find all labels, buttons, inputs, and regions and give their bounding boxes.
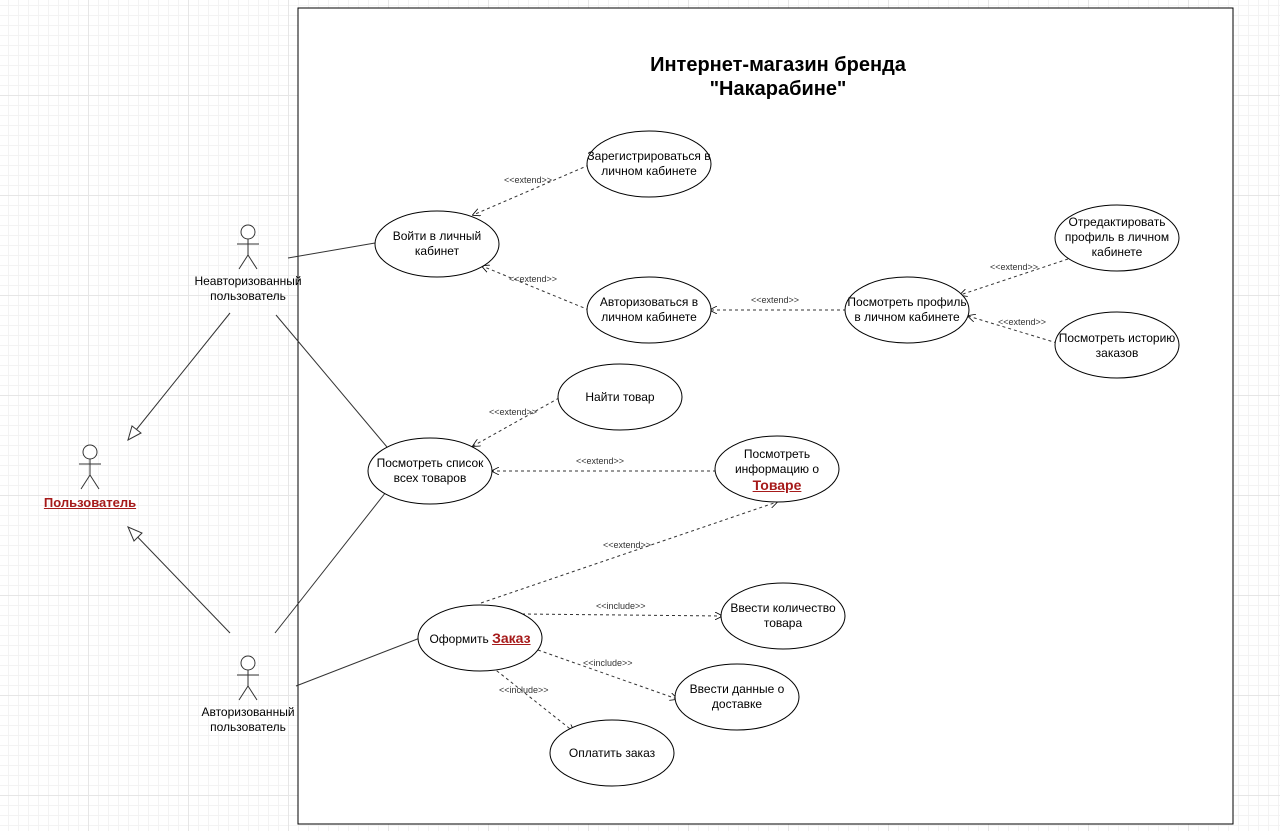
usecase-register-line1: Зарегистрироваться в bbox=[587, 149, 711, 163]
actor-authorized-label: Авторизованный пользователь bbox=[178, 705, 318, 735]
usecase-edit-profile-label: Отредактировать профиль в личном кабинет… bbox=[1047, 215, 1187, 260]
usecase-edit-profile-line1: Отредактировать bbox=[1068, 215, 1166, 229]
system-title-line1: Интернет-магазин бренда bbox=[650, 54, 906, 76]
usecase-view-profile-line2: в личном кабинете bbox=[854, 310, 960, 324]
usecase-product-info[interactable] bbox=[714, 435, 840, 503]
extend-order-info[interactable] bbox=[480, 502, 777, 604]
actor-user-label: Пользователь bbox=[43, 495, 137, 510]
usecase-place-order-highlight: Заказ bbox=[492, 630, 531, 646]
stereotype-extend-find: <<extend>> bbox=[489, 407, 538, 417]
usecase-list-products[interactable] bbox=[367, 437, 493, 505]
assoc-unauth-login[interactable] bbox=[287, 242, 376, 259]
usecase-order-history-line2: заказов bbox=[1095, 346, 1139, 360]
stereotype-include-pay: <<include>> bbox=[499, 685, 549, 695]
usecase-place-order-label: Оформить Заказ bbox=[410, 631, 550, 647]
usecase-pay[interactable] bbox=[549, 719, 675, 787]
stereotype-extend-order: <<extend>> bbox=[603, 540, 652, 550]
assoc-auth-order[interactable] bbox=[295, 637, 421, 687]
generalization-unauth-line[interactable] bbox=[127, 312, 231, 441]
usecase-enter-quantity-line1: Ввести количество bbox=[730, 601, 836, 615]
generalization-unauth-arrowhead bbox=[127, 425, 142, 442]
stereotype-extend-register: <<extend>> bbox=[504, 175, 553, 185]
system-title-line2: "Накарабине" bbox=[709, 78, 847, 100]
usecase-enter-quantity[interactable] bbox=[720, 582, 846, 650]
usecase-authorize-label: Авторизоваться в личном кабинете bbox=[579, 295, 719, 325]
usecase-view-profile[interactable] bbox=[844, 276, 970, 344]
usecase-list-products-line2: всех товаров bbox=[393, 471, 467, 485]
usecase-product-info-line2: информацию о bbox=[734, 462, 820, 476]
usecase-product-info-label: Посмотреть информацию о Товаре bbox=[707, 447, 847, 494]
usecase-list-products-label: Посмотреть список всех товаров bbox=[360, 456, 500, 486]
usecase-product-info-line1: Посмотреть bbox=[743, 447, 811, 461]
usecase-pay-label: Оплатить заказ bbox=[568, 746, 656, 760]
usecase-login[interactable] bbox=[374, 210, 500, 278]
actor-unauthorized-label: Неавторизованный пользователь bbox=[178, 274, 318, 304]
stereotype-include-delivery: <<include>> bbox=[583, 658, 633, 668]
usecase-edit-profile-line3: кабинете bbox=[1091, 245, 1143, 259]
usecase-view-profile-line1: Посмотреть профиль bbox=[847, 295, 967, 309]
usecase-enter-delivery-line2: доставке bbox=[711, 697, 763, 711]
stereotype-include-quantity: <<include>> bbox=[596, 601, 646, 611]
stereotype-extend-profile: <<extend>> bbox=[751, 295, 800, 305]
usecase-enter-delivery-label: Ввести данные о доставке bbox=[667, 682, 807, 712]
usecase-order-history-label: Посмотреть историю заказов bbox=[1047, 331, 1187, 361]
assoc-auth-list[interactable] bbox=[274, 491, 387, 634]
usecase-list-products-line1: Посмотреть список bbox=[376, 456, 484, 470]
usecase-enter-delivery[interactable] bbox=[674, 663, 800, 731]
usecase-authorize-line2: личном кабинете bbox=[601, 310, 697, 324]
actor-authorized-line2: пользователь bbox=[210, 720, 286, 734]
usecase-edit-profile[interactable] bbox=[1054, 204, 1180, 272]
extend-authorize-login[interactable] bbox=[482, 266, 590, 311]
usecase-register-line2: личном кабинете bbox=[601, 164, 697, 178]
usecase-find-product[interactable] bbox=[557, 363, 683, 431]
usecase-place-order[interactable] bbox=[417, 604, 543, 672]
actor-unauthorized-icon[interactable] bbox=[237, 224, 259, 270]
usecase-login-line2: кабинет bbox=[414, 244, 460, 258]
stereotype-extend-info: <<extend>> bbox=[576, 456, 625, 466]
usecase-product-info-highlight: Товаре bbox=[752, 477, 802, 493]
usecase-register[interactable] bbox=[586, 130, 712, 198]
usecase-authorize-line1: Авторизоваться в bbox=[599, 295, 699, 309]
stereotype-extend-history: <<extend>> bbox=[998, 317, 1047, 327]
usecase-enter-delivery-line1: Ввести данные о bbox=[689, 682, 785, 696]
actor-authorized-icon[interactable] bbox=[237, 655, 259, 701]
extend-edit-profile[interactable] bbox=[960, 258, 1069, 295]
usecase-find-product-label: Найти товар bbox=[585, 390, 655, 404]
actor-user-icon[interactable] bbox=[79, 444, 101, 490]
usecase-enter-quantity-label: Ввести количество товара bbox=[713, 601, 853, 631]
usecase-order-history[interactable] bbox=[1054, 311, 1180, 379]
include-order-delivery[interactable] bbox=[537, 649, 677, 699]
stereotype-extend-authorize: <<extend>> bbox=[509, 274, 558, 284]
generalization-auth-arrowhead bbox=[127, 526, 143, 542]
system-title: Интернет-магазин бренда "Накарабине" bbox=[578, 53, 978, 101]
stereotype-extend-edit-profile: <<extend>> bbox=[990, 262, 1039, 272]
usecase-register-label: Зарегистрироваться в личном кабинете bbox=[579, 149, 719, 179]
usecase-edit-profile-line2: профиль в личном bbox=[1064, 230, 1170, 244]
usecase-place-order-prefix: Оформить bbox=[429, 632, 489, 646]
usecase-view-profile-label: Посмотреть профиль в личном кабинете bbox=[837, 295, 977, 325]
assoc-unauth-list[interactable] bbox=[275, 314, 388, 448]
usecase-order-history-line1: Посмотреть историю bbox=[1058, 331, 1176, 345]
actor-unauthorized-line2: пользователь bbox=[210, 289, 286, 303]
usecase-login-line1: Войти в личный bbox=[392, 229, 482, 243]
actor-authorized-line1: Авторизованный bbox=[201, 705, 295, 719]
generalization-auth-line[interactable] bbox=[127, 526, 231, 634]
extend-find-list[interactable] bbox=[473, 397, 560, 446]
usecase-login-label: Войти в личный кабинет bbox=[367, 229, 507, 259]
actor-unauthorized-line1: Неавторизованный bbox=[194, 274, 302, 288]
usecase-enter-quantity-line2: товара bbox=[763, 616, 803, 630]
usecase-authorize[interactable] bbox=[586, 276, 712, 344]
